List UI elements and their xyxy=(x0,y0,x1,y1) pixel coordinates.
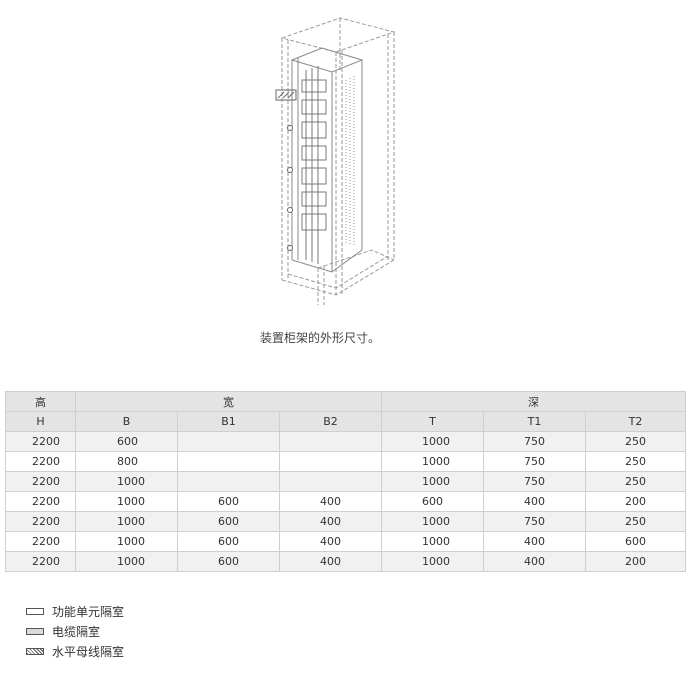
column-header-h: H xyxy=(5,411,76,432)
dimension-table: 高 宽 深 H B B1 B2 T T1 T2 2200 600 1000 75… xyxy=(5,391,686,572)
cell-t2: 250 xyxy=(585,511,686,532)
cell-b: 1000 xyxy=(75,551,178,572)
legend-item-functional-unit: 功能单元隔室 xyxy=(26,601,124,621)
cell-t2: 200 xyxy=(585,551,686,572)
cell-b: 1000 xyxy=(75,471,178,492)
column-header-b2: B2 xyxy=(279,411,382,432)
table-group-header-row: 高 宽 深 xyxy=(5,391,686,412)
legend-item-busbar: 水平母线隔室 xyxy=(26,641,124,661)
cell-t2: 200 xyxy=(585,491,686,512)
cell-b2: 400 xyxy=(279,531,382,552)
header-depth: 深 xyxy=(381,391,686,412)
cell-t: 1000 xyxy=(381,471,484,492)
column-header-b1: B1 xyxy=(177,411,280,432)
cell-t1: 400 xyxy=(483,491,586,512)
figure-caption: 装置柜架的外形尺寸。 xyxy=(259,331,380,345)
cell-b2 xyxy=(279,431,382,452)
cell-t: 1000 xyxy=(381,531,484,552)
cell-b1 xyxy=(177,431,280,452)
header-width: 宽 xyxy=(75,391,382,412)
cell-b2 xyxy=(279,471,382,492)
cell-b1: 600 xyxy=(177,491,280,512)
cell-t1: 750 xyxy=(483,511,586,532)
cell-h: 2200 xyxy=(5,471,76,492)
cell-t1: 750 xyxy=(483,471,586,492)
cabinet-frame-figure xyxy=(262,10,402,310)
table-row: 2200 1000 600 400 600 400 200 xyxy=(5,491,686,512)
cell-t1: 750 xyxy=(483,431,586,452)
cell-b1 xyxy=(177,451,280,472)
cell-t1: 750 xyxy=(483,451,586,472)
cell-h: 2200 xyxy=(5,551,76,572)
cell-b1 xyxy=(177,471,280,492)
column-header-t2: T2 xyxy=(585,411,686,432)
cell-b2: 400 xyxy=(279,551,382,572)
cell-t: 1000 xyxy=(381,431,484,452)
table-row: 2200 1000 600 400 1000 400 600 xyxy=(5,531,686,552)
table-row: 2200 1000 600 400 1000 750 250 xyxy=(5,511,686,532)
cell-h: 2200 xyxy=(5,531,76,552)
cabinet-frame-isometric-icon xyxy=(275,17,396,305)
cell-h: 2200 xyxy=(5,431,76,452)
cell-b1: 600 xyxy=(177,531,280,552)
legend: 功能单元隔室 电缆隔室 水平母线隔室 xyxy=(26,601,124,661)
cell-h: 2200 xyxy=(5,451,76,472)
cell-t1: 400 xyxy=(483,551,586,572)
table-row: 2200 600 1000 750 250 xyxy=(5,431,686,452)
table-sub-header-row: H B B1 B2 T T1 T2 xyxy=(5,411,686,432)
header-height: 高 xyxy=(5,391,76,412)
table-row: 2200 1000 600 400 1000 400 200 xyxy=(5,551,686,572)
cell-t2: 600 xyxy=(585,531,686,552)
legend-label: 水平母线隔室 xyxy=(52,644,125,659)
cell-t1: 400 xyxy=(483,531,586,552)
cell-b: 600 xyxy=(75,431,178,452)
column-header-t: T xyxy=(381,411,484,432)
cell-b: 1000 xyxy=(75,491,178,512)
legend-item-cable: 电缆隔室 xyxy=(26,621,124,641)
cell-t2: 250 xyxy=(585,431,686,452)
table-row: 2200 800 1000 750 250 xyxy=(5,451,686,472)
dotted-box-icon xyxy=(26,627,44,635)
cell-b2: 400 xyxy=(279,491,382,512)
cell-t2: 250 xyxy=(585,471,686,492)
column-header-b: B xyxy=(75,411,178,432)
legend-label: 功能单元隔室 xyxy=(52,604,125,619)
cell-b: 1000 xyxy=(75,531,178,552)
cell-b: 1000 xyxy=(75,511,178,532)
cell-t: 1000 xyxy=(381,511,484,532)
cell-t: 1000 xyxy=(381,551,484,572)
hatched-box-icon xyxy=(26,647,44,655)
table-row: 2200 1000 1000 750 250 xyxy=(5,471,686,492)
plain-box-icon xyxy=(26,607,44,615)
column-header-t1: T1 xyxy=(483,411,586,432)
cell-t: 1000 xyxy=(381,451,484,472)
cell-b2: 400 xyxy=(279,511,382,532)
cell-t: 600 xyxy=(381,491,484,512)
cell-b: 800 xyxy=(75,451,178,472)
cell-h: 2200 xyxy=(5,491,76,512)
cell-b1: 600 xyxy=(177,551,280,572)
cell-t2: 250 xyxy=(585,451,686,472)
cell-b1: 600 xyxy=(177,511,280,532)
cell-b2 xyxy=(279,451,382,472)
cell-h: 2200 xyxy=(5,511,76,532)
legend-label: 电缆隔室 xyxy=(52,624,101,639)
